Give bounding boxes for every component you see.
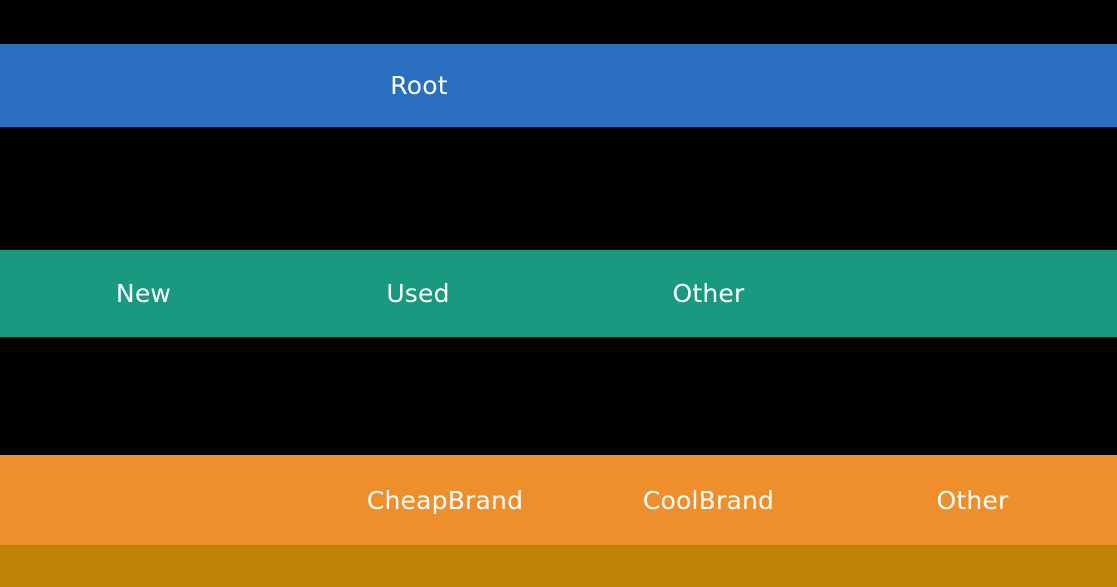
icicle-segment-label: Used [386, 279, 450, 308]
icicle-segment-category-0[interactable] [0, 250, 44, 337]
icicle-level-leaf [0, 545, 1117, 587]
icicle-segment-root-2[interactable] [520, 44, 1117, 127]
icicle-segment-label: CheapBrand [366, 485, 524, 515]
icicle-segment-used[interactable]: Used [318, 250, 518, 337]
icicle-level-brand: CheapBrand CoolBrand Other [0, 455, 1117, 545]
icicle-segment-root[interactable]: Root [318, 44, 520, 127]
icicle-segment-label: Root [390, 71, 448, 100]
icicle-segment-label: CoolBrand [642, 485, 775, 515]
icicle-segment-category-6[interactable] [810, 250, 1117, 337]
icicle-segment-brand-6[interactable] [1074, 455, 1117, 545]
icicle-segment-other[interactable]: Other [607, 250, 810, 337]
icicle-segment-coolbrand[interactable]: CoolBrand [607, 455, 810, 545]
icicle-segment-category-2[interactable] [243, 250, 318, 337]
icicle-segment-brand-0[interactable] [0, 455, 345, 545]
icicle-segment-leaf-0[interactable] [0, 545, 1117, 587]
icicle-level-root: Root [0, 44, 1117, 127]
icicle-level-category: New Used Other [0, 250, 1117, 337]
icicle-segment-other[interactable]: Other [871, 455, 1074, 545]
icicle-segment-label: New [115, 279, 172, 308]
icicle-segment-new[interactable]: New [44, 250, 243, 337]
icicle-segment-category-4[interactable] [518, 250, 607, 337]
icicle-segment-brand-2[interactable] [545, 455, 607, 545]
icicle-segment-brand-4[interactable] [810, 455, 871, 545]
icicle-segment-cheapbrand[interactable]: CheapBrand [345, 455, 545, 545]
icicle-segment-label: Other [672, 279, 745, 308]
icicle-segment-root-0[interactable] [0, 44, 318, 127]
icicle-segment-label: Other [936, 485, 1009, 515]
